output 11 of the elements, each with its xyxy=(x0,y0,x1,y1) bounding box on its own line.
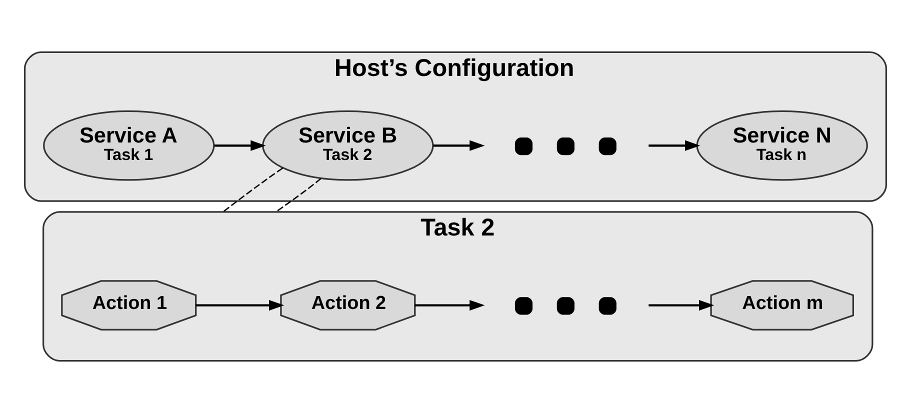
node-ellipse: Service N Task n xyxy=(696,110,868,181)
connector xyxy=(222,168,284,212)
node-ellipse: Service B Task 2 xyxy=(262,110,434,181)
arrow xyxy=(648,140,700,151)
connector xyxy=(276,178,322,212)
arrow xyxy=(433,140,485,151)
arrow xyxy=(414,300,485,311)
arrow xyxy=(214,140,266,151)
arrow xyxy=(648,300,714,311)
node-ellipse: Service A Task 1 xyxy=(43,110,215,181)
arrow xyxy=(196,300,284,311)
